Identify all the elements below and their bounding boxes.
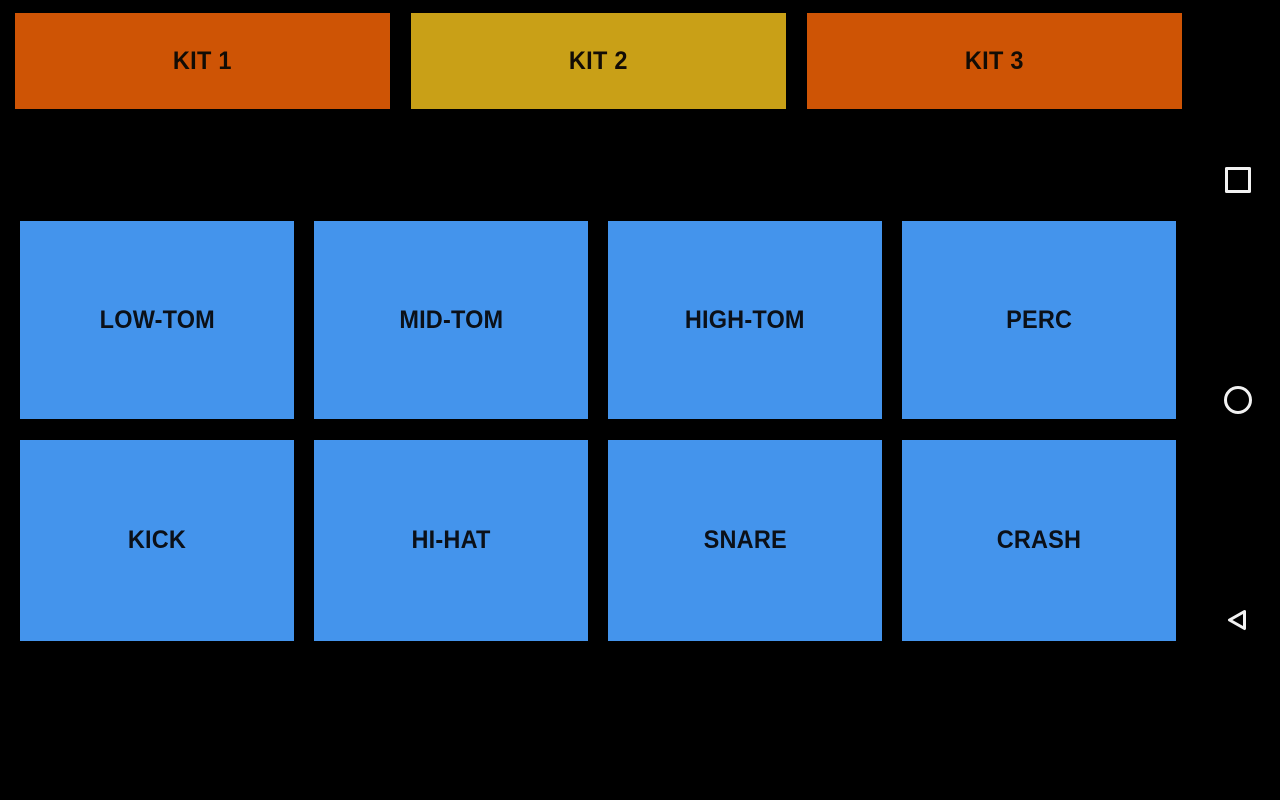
drum-pad-crash-label: CRASH [996, 526, 1082, 554]
drum-pad-high-tom-label: HIGH-TOM [685, 305, 805, 334]
drum-pad-perc[interactable]: PERC [902, 221, 1176, 419]
nav-home-button[interactable] [1196, 358, 1280, 442]
kit-button-3[interactable]: KIT 3 [807, 13, 1182, 109]
drum-pad-mid-tom-label: MID-TOM [398, 305, 504, 334]
drum-pad-hi-hat-label: HI-HAT [411, 526, 491, 554]
drum-pad-low-tom-label: LOW-TOM [99, 305, 215, 334]
drum-pad-kick-label: KICK [127, 526, 187, 554]
drum-pad-hi-hat[interactable]: HI-HAT [314, 440, 588, 641]
kit-button-3-label: KIT 3 [965, 46, 1024, 75]
app-content-area: KIT 1 KIT 2 KIT 3 LOW-TOM MID-TOM HIGH-T… [15, 13, 1182, 641]
drum-pad-mid-tom[interactable]: MID-TOM [314, 221, 588, 419]
drum-pad-low-tom[interactable]: LOW-TOM [20, 221, 294, 419]
drum-pad-crash[interactable]: CRASH [902, 440, 1176, 641]
nav-back-button[interactable] [1196, 578, 1280, 662]
kit-button-1[interactable]: KIT 1 [15, 13, 390, 109]
drum-pad-perc-label: PERC [1005, 305, 1073, 334]
android-navigation-bar [1196, 0, 1280, 800]
kit-button-1-label: KIT 1 [173, 46, 232, 75]
kit-button-2-label: KIT 2 [569, 46, 628, 75]
kit-selector-row: KIT 1 KIT 2 KIT 3 [15, 13, 1182, 109]
nav-recents-button[interactable] [1196, 138, 1280, 222]
drum-pad-snare-label: SNARE [703, 526, 787, 554]
drum-pad-grid: LOW-TOM MID-TOM HIGH-TOM PERC KICK HI-HA… [20, 221, 1176, 641]
circle-icon [1224, 386, 1252, 414]
drum-pad-kick[interactable]: KICK [20, 440, 294, 641]
kit-button-2[interactable]: KIT 2 [411, 13, 786, 109]
drum-pad-snare[interactable]: SNARE [608, 440, 882, 641]
drum-pad-high-tom[interactable]: HIGH-TOM [608, 221, 882, 419]
triangle-left-icon [1223, 605, 1253, 635]
square-icon [1225, 167, 1251, 193]
